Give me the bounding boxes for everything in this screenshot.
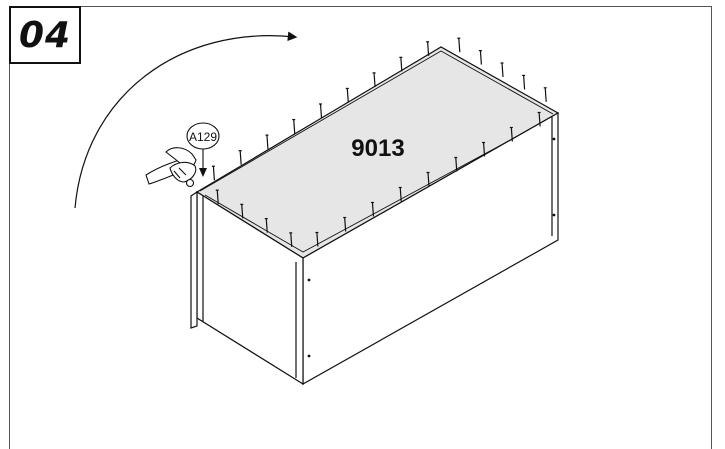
nail (479, 50, 482, 65)
nail (373, 72, 376, 87)
nail (400, 57, 403, 72)
nail (523, 75, 526, 90)
nail (427, 172, 430, 187)
nail (371, 202, 375, 217)
nail (319, 103, 323, 119)
step-frame (9, 6, 712, 449)
nails (211, 37, 547, 247)
nail (427, 41, 430, 56)
nail (538, 112, 541, 127)
cabinet-body (190, 111, 559, 386)
nail (482, 142, 486, 157)
part-callout: A129 (186, 122, 220, 177)
rotation-arrow-icon (74, 31, 298, 209)
screw-dots (307, 137, 556, 358)
nail (266, 135, 269, 150)
nail (216, 190, 219, 205)
hammer-icon (145, 147, 197, 188)
panel-code: 9013 (351, 135, 404, 162)
nail (346, 88, 349, 103)
nail (290, 232, 293, 247)
step-number-box: 04 (9, 6, 81, 64)
nail (455, 157, 458, 172)
nail (239, 150, 242, 165)
nail (544, 87, 547, 102)
nail (241, 204, 244, 219)
step-number: 04 (18, 14, 72, 56)
nail (265, 218, 268, 233)
nail (212, 166, 215, 181)
nail (316, 232, 319, 247)
nail (501, 62, 504, 78)
nail (458, 38, 461, 53)
nail (293, 119, 296, 134)
nail (399, 187, 402, 202)
nail (510, 127, 513, 142)
nail (344, 217, 347, 232)
part-callout-label: A129 (189, 130, 217, 144)
